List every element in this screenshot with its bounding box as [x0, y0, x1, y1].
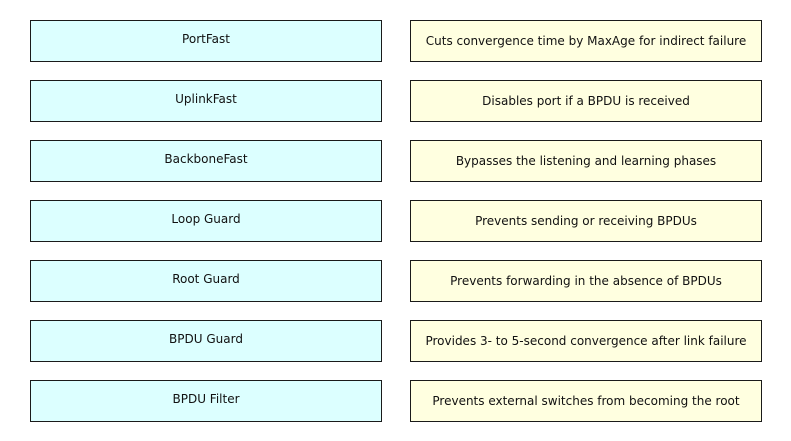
definition-item[interactable]: Cuts convergence time by MaxAge for indi… — [410, 20, 762, 62]
term-root-guard[interactable]: Root Guard — [30, 260, 382, 302]
term-uplinkfast[interactable]: UplinkFast — [30, 80, 382, 122]
term-backbonefast[interactable]: BackboneFast — [30, 140, 382, 182]
definition-label: Prevents external switches from becoming… — [432, 394, 740, 408]
definition-item[interactable]: Prevents forwarding in the absence of BP… — [410, 260, 762, 302]
definition-label: Prevents sending or receiving BPDUs — [475, 214, 697, 228]
term-label: Root Guard — [172, 272, 240, 286]
definition-item[interactable]: Prevents sending or receiving BPDUs — [410, 200, 762, 242]
term-label: BPDU Guard — [169, 332, 243, 346]
term-label: PortFast — [182, 32, 230, 46]
definition-label: Prevents forwarding in the absence of BP… — [450, 274, 722, 288]
definition-item[interactable]: Provides 3- to 5-second convergence afte… — [410, 320, 762, 362]
term-bpdu-filter[interactable]: BPDU Filter — [30, 380, 382, 422]
definition-label: Bypasses the listening and learning phas… — [455, 154, 717, 168]
definition-item[interactable]: Bypasses the listening and learning phas… — [410, 140, 762, 182]
term-label: UplinkFast — [175, 92, 237, 106]
term-label: BackboneFast — [164, 152, 248, 166]
definition-item[interactable]: Disables port if a BPDU is received — [410, 80, 762, 122]
term-label: BPDU Filter — [172, 392, 240, 406]
definition-label: Disables port if a BPDU is received — [482, 94, 690, 108]
definition-item[interactable]: Prevents external switches from becoming… — [410, 380, 762, 422]
definition-label: Cuts convergence time by MaxAge for indi… — [425, 34, 747, 48]
term-portfast[interactable]: PortFast — [30, 20, 382, 62]
term-loop-guard[interactable]: Loop Guard — [30, 200, 382, 242]
definition-label: Provides 3- to 5-second convergence afte… — [425, 334, 747, 348]
term-label: Loop Guard — [171, 212, 241, 226]
term-bpdu-guard[interactable]: BPDU Guard — [30, 320, 382, 362]
